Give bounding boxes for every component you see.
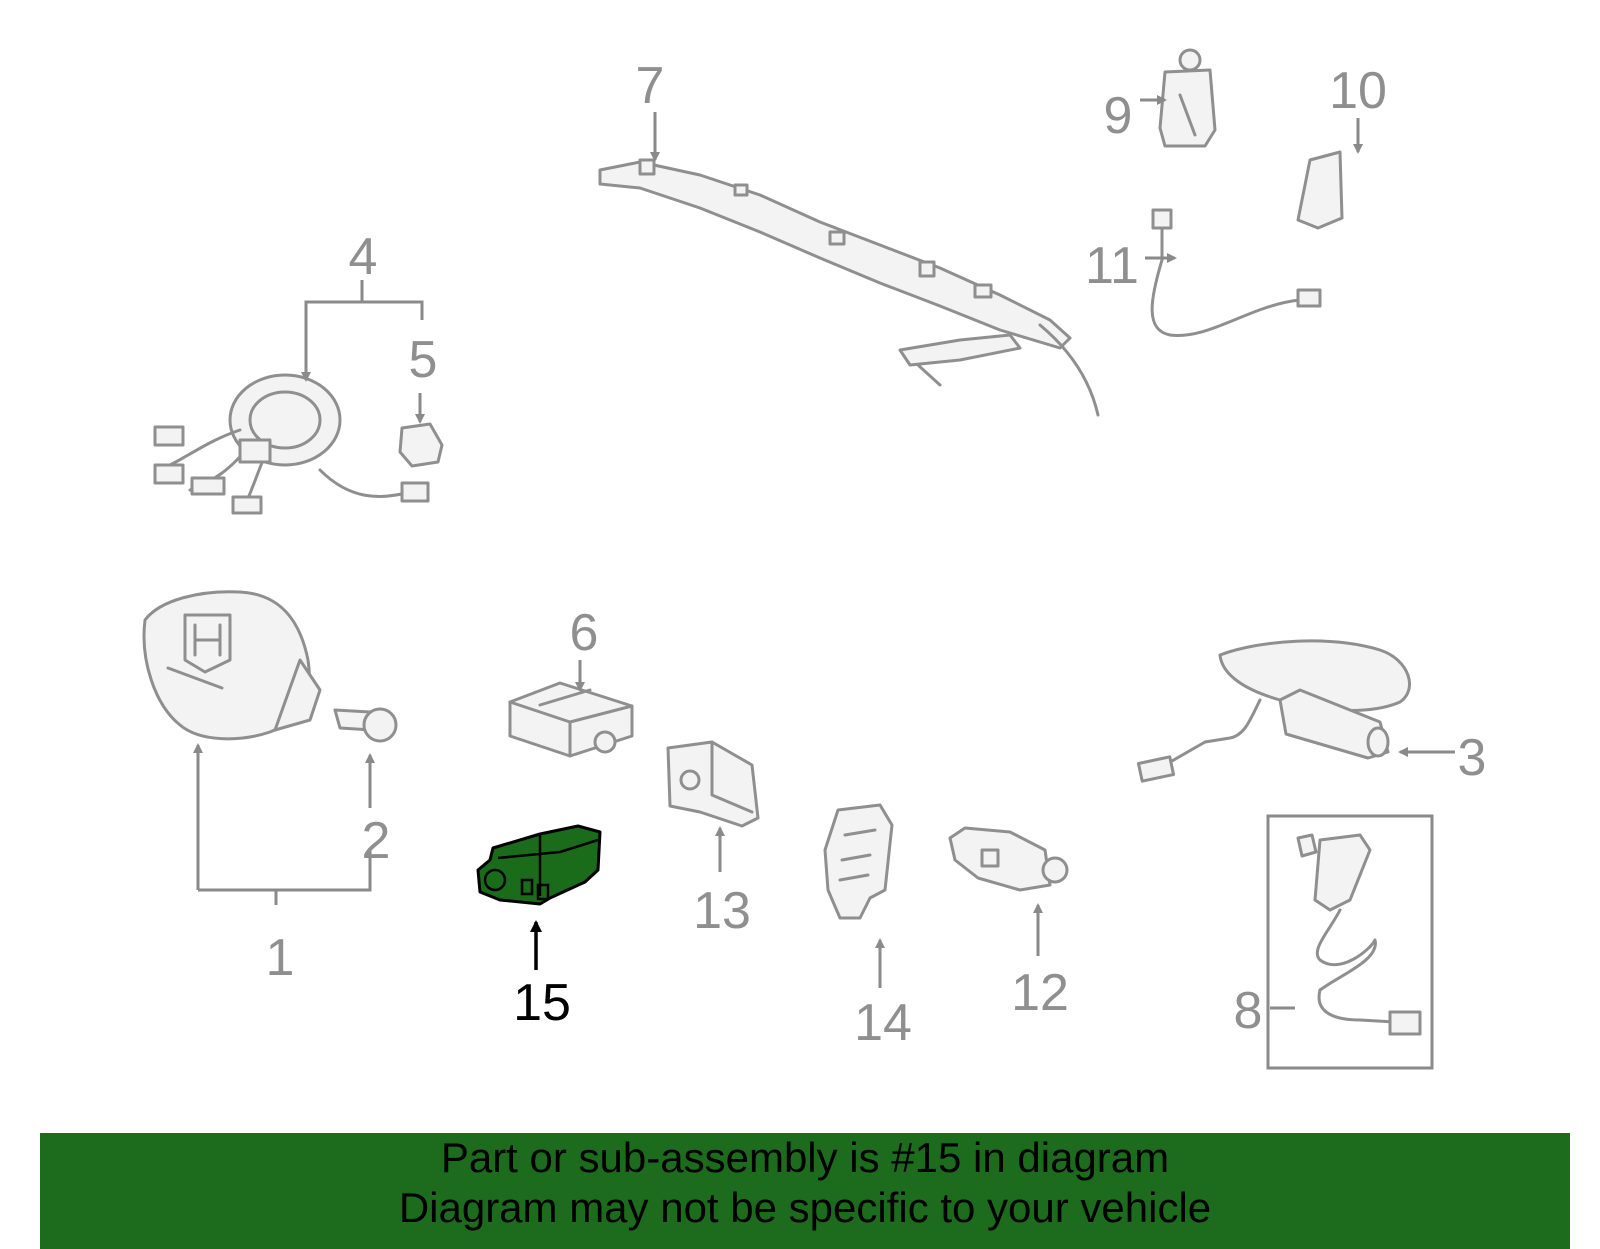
callout-8[interactable]: 8 bbox=[1234, 982, 1263, 1040]
callout-13[interactable]: 13 bbox=[693, 882, 751, 940]
callout-11[interactable]: 11 bbox=[1085, 237, 1139, 295]
banner-line-1: Part or sub-assembly is #15 in diagram bbox=[440, 1134, 1170, 1181]
part-5-clip[interactable] bbox=[398, 422, 444, 468]
part-13-sensor[interactable] bbox=[666, 740, 760, 828]
banner-line-2: Diagram may not be specific to your vehi… bbox=[398, 1184, 1212, 1231]
callout-12[interactable]: 12 bbox=[1011, 964, 1069, 1022]
part-14-sensor[interactable] bbox=[823, 803, 894, 920]
callout-6[interactable]: 6 bbox=[570, 604, 599, 662]
callout-10[interactable]: 10 bbox=[1329, 62, 1387, 120]
callout-3[interactable]: 3 bbox=[1458, 729, 1487, 787]
callout-14[interactable]: 14 bbox=[854, 994, 912, 1052]
part-4-clock-spring[interactable] bbox=[153, 373, 430, 515]
callout-9[interactable]: 9 bbox=[1104, 87, 1133, 145]
callout-numbers: 7 9 10 11 4 5 6 3 2 1 13 14 12 8 15 bbox=[266, 57, 1487, 1052]
part-8-frame bbox=[1266, 814, 1434, 1070]
part-10-sensor[interactable] bbox=[1296, 150, 1344, 230]
part-3-passenger-airbag[interactable] bbox=[1136, 639, 1411, 783]
part-9-sensor[interactable] bbox=[1158, 48, 1217, 148]
part-1-airbag-module[interactable] bbox=[142, 590, 322, 741]
callout-2[interactable]: 2 bbox=[362, 812, 391, 870]
callout-15[interactable]: 15 bbox=[513, 974, 571, 1032]
callout-4[interactable]: 4 bbox=[349, 228, 378, 286]
part-7-harness[interactable] bbox=[598, 158, 1100, 417]
part-6-control-unit[interactable] bbox=[508, 681, 634, 758]
part-2-bolt[interactable] bbox=[333, 707, 398, 743]
callout-1[interactable]: 1 bbox=[266, 929, 295, 987]
callout-7[interactable]: 7 bbox=[636, 57, 665, 115]
part-8-sensor-assembly[interactable] bbox=[1266, 814, 1434, 1070]
info-banner: Part or sub-assembly is #15 in diagram D… bbox=[40, 1133, 1570, 1249]
part-12-sensor[interactable] bbox=[948, 826, 1069, 892]
part-15-highlighted[interactable] bbox=[476, 824, 602, 906]
callout-5[interactable]: 5 bbox=[409, 331, 438, 389]
leader-lines bbox=[193, 95, 1455, 1010]
part-11-harness[interactable] bbox=[1150, 208, 1322, 337]
